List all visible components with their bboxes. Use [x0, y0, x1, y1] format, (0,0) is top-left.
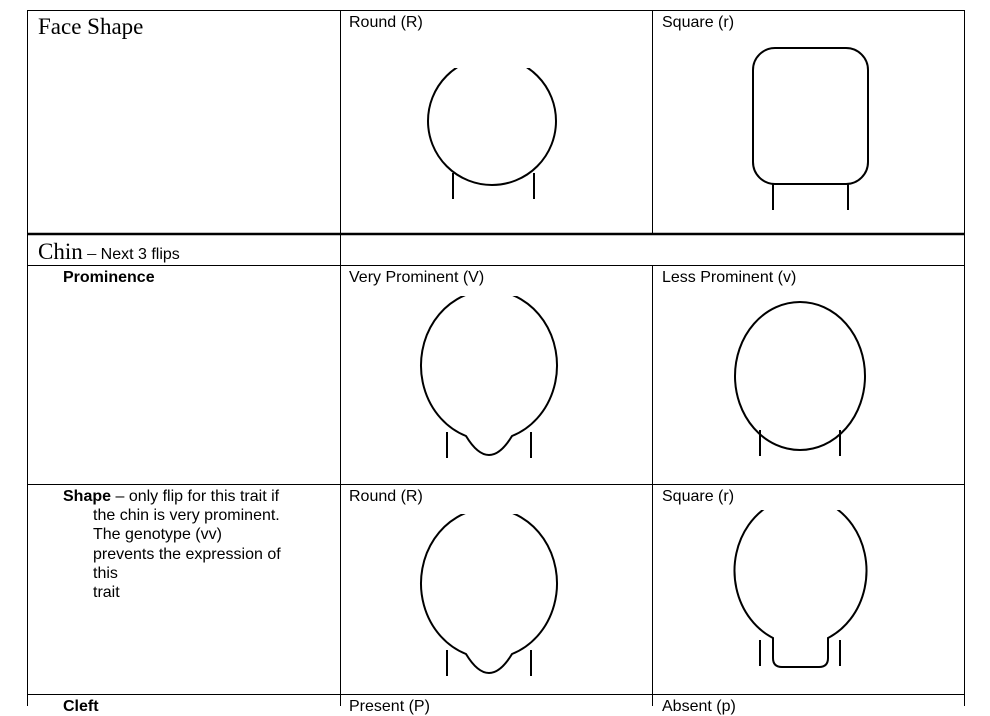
- shape-note-line-1: – only flip for this trait if: [115, 488, 280, 505]
- shape-square-label: Square (r): [662, 488, 735, 505]
- shape-note-line-4: prevents the expression of: [93, 545, 281, 563]
- square-face-illustration: [752, 47, 869, 210]
- shape-heading: Shape: [63, 488, 112, 505]
- shape-note-line-2: the chin is very prominent.: [93, 507, 280, 525]
- chin-heading: Chin – Next 3 flips: [38, 240, 180, 264]
- cleft-heading: Cleft: [63, 698, 99, 715]
- chin-title: Chin: [38, 239, 83, 264]
- less-prominent-chin-illustration: [734, 301, 866, 456]
- round-chin-illustration: [420, 514, 558, 676]
- face-shape-round-label: Round (R): [349, 14, 423, 31]
- prominence-heading: Prominence: [63, 269, 155, 286]
- square-chin-illustration: [733, 510, 868, 668]
- prominence-very-label: Very Prominent (V): [349, 269, 485, 286]
- very-prominent-chin-illustration: [420, 296, 558, 458]
- cleft-present-label: Present (P): [349, 698, 430, 715]
- shape-description: Shape – only flip for this trait if the …: [63, 487, 333, 602]
- cleft-absent-label: Absent (p): [662, 698, 736, 715]
- chin-dash: –: [87, 243, 97, 263]
- shape-note-line-6: trait: [93, 583, 120, 601]
- shape-round-label: Round (R): [349, 488, 423, 505]
- shape-note-line-5: this: [93, 564, 118, 582]
- shape-note-line-3: The genotype (vv): [93, 526, 222, 544]
- face-shape-square-label: Square (r): [662, 14, 735, 31]
- prominence-less-label: Less Prominent (v): [662, 269, 797, 286]
- face-shape-heading: Face Shape: [38, 14, 144, 39]
- round-face-illustration: [427, 68, 557, 199]
- chin-subtitle: Next 3 flips: [100, 246, 180, 263]
